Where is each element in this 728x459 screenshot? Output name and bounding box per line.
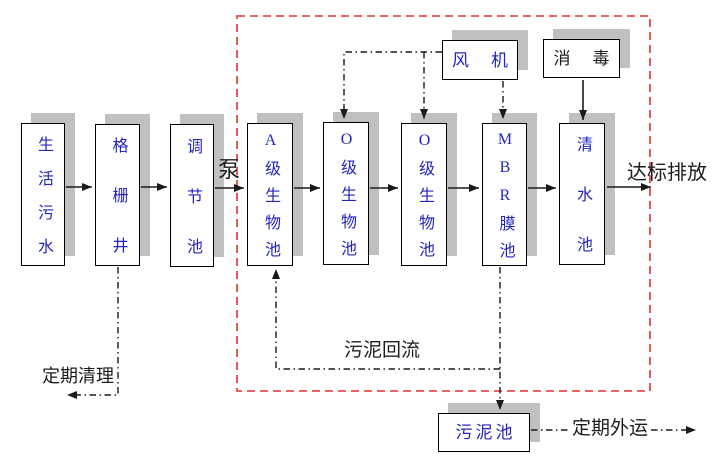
pump-label: 泵 <box>218 157 241 182</box>
box-mbr-tank-label: MBR膜池 <box>496 131 514 269</box>
box-clear-water-tank-label: 清水池 <box>574 136 591 286</box>
box-raw-sewage-label: 生活污水 <box>35 135 52 272</box>
box-disinfection: 消毒 <box>543 39 620 78</box>
box-grid-well-label: 格栅井 <box>109 137 127 287</box>
box-a-bio-tank: A级生物池 <box>247 123 293 268</box>
box-o-bio-tank-1: O级生物池 <box>323 122 369 267</box>
box-clear-water-tank: 清水池 <box>559 123 605 286</box>
box-o-bio-tank-2: O级生物池 <box>401 123 447 268</box>
box-sludge-tank-label: 污泥池 <box>455 423 516 442</box>
box-mbr-tank: MBR膜池 <box>482 123 527 269</box>
sludge-return-label: 污泥回流 <box>344 340 421 361</box>
box-blower: 风机 <box>442 40 518 80</box>
box-blower-label: 风机 <box>452 50 530 70</box>
box-disinfection-label: 消毒 <box>553 49 632 68</box>
air-line-blower-to-o1 <box>340 51 442 119</box>
periodic-transport-label: 定期外运 <box>570 418 651 439</box>
box-raw-sewage: 生活污水 <box>21 123 65 272</box>
box-o-bio-tank-1-label: O级生物池 <box>338 131 355 267</box>
box-regulating-tank-label: 调节池 <box>184 137 201 288</box>
box-regulating-tank: 调节池 <box>170 124 214 288</box>
periodic-cleaning-label: 定期清理 <box>42 366 114 386</box>
box-o-bio-tank-2-label: O级生物池 <box>416 132 433 268</box>
box-a-bio-tank-label: A级生物池 <box>262 132 279 268</box>
box-sludge-tank: 污泥池 <box>438 413 530 452</box>
box-grid-well: 格栅井 <box>95 124 140 287</box>
discharge-label: 达标排放 <box>627 162 707 184</box>
